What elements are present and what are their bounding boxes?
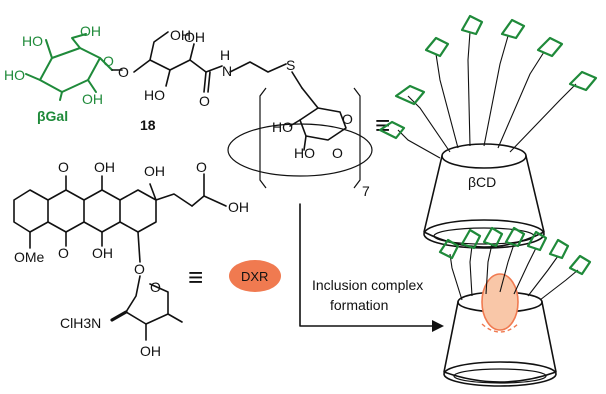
label-ho-2: HO [4, 67, 25, 83]
label-bcd: βCD [468, 174, 496, 190]
equiv-sign-bottom: ≡ [188, 262, 203, 292]
label-inclusion-line2: formation [330, 297, 388, 313]
doxorubicin-structure: O OH OH OH OH O OMe O O O ClH3N OH [13, 159, 249, 359]
beta-cyclodextrin-cartoon: βCD [378, 14, 598, 249]
label-oh-bottom: OH [140, 343, 161, 359]
label-o-cd2: O [342, 111, 353, 127]
label-oh-dxr2: OH [144, 163, 165, 179]
label-o-top-dxr: O [58, 159, 69, 175]
label-oh-dxr3: OH [228, 199, 249, 215]
cyclodextrin-unit-structure: HO HO O O 7 [227, 71, 373, 199]
label-o-link: O [118, 64, 129, 80]
label-compound-18: 18 [140, 117, 156, 133]
label-o-dxr: O [58, 245, 69, 261]
label-oh-dxr4: OH [92, 245, 113, 261]
label-clh3n: ClH3N [60, 315, 101, 331]
label-ho-cd: HO [272, 119, 293, 135]
label-bgal: βGal [37, 108, 68, 124]
label-ho-3: HO [144, 87, 165, 103]
gluconamide-structure: O OH HO OH H N O S 18 [111, 27, 295, 133]
label-ho-cd2: HO [294, 145, 315, 161]
label-o-amide: O [199, 93, 210, 109]
label-oh-top: OH [170, 27, 191, 43]
label-o-ring-gal: O [103, 53, 114, 69]
label-s: S [286, 57, 295, 73]
label-o-sugar: O [150, 279, 161, 295]
label-oh-2: OH [82, 91, 103, 107]
label-o-cd: O [332, 145, 343, 161]
label-seven: 7 [362, 183, 370, 199]
label-oh-1: OH [80, 23, 101, 39]
label-ome: OMe [14, 249, 45, 265]
label-inclusion-line1: Inclusion complex [312, 277, 423, 293]
label-oh-dxr1: OH [94, 159, 115, 175]
dxr-badge: DXR [229, 260, 281, 292]
inclusion-complex-cartoon [438, 226, 592, 387]
beta-galactose-structure: HO OH HO OH O βGal [4, 23, 114, 124]
reaction-arrow: Inclusion complex formation [299, 203, 444, 332]
label-n-amide: N [222, 63, 232, 79]
label-h-amide: H [220, 47, 230, 63]
label-oh-3: OH [184, 29, 205, 45]
label-dxr: DXR [241, 269, 268, 284]
label-o-dxr2: O [134, 261, 145, 277]
label-o-ketone: O [196, 159, 207, 175]
label-ho-1: HO [22, 33, 43, 49]
